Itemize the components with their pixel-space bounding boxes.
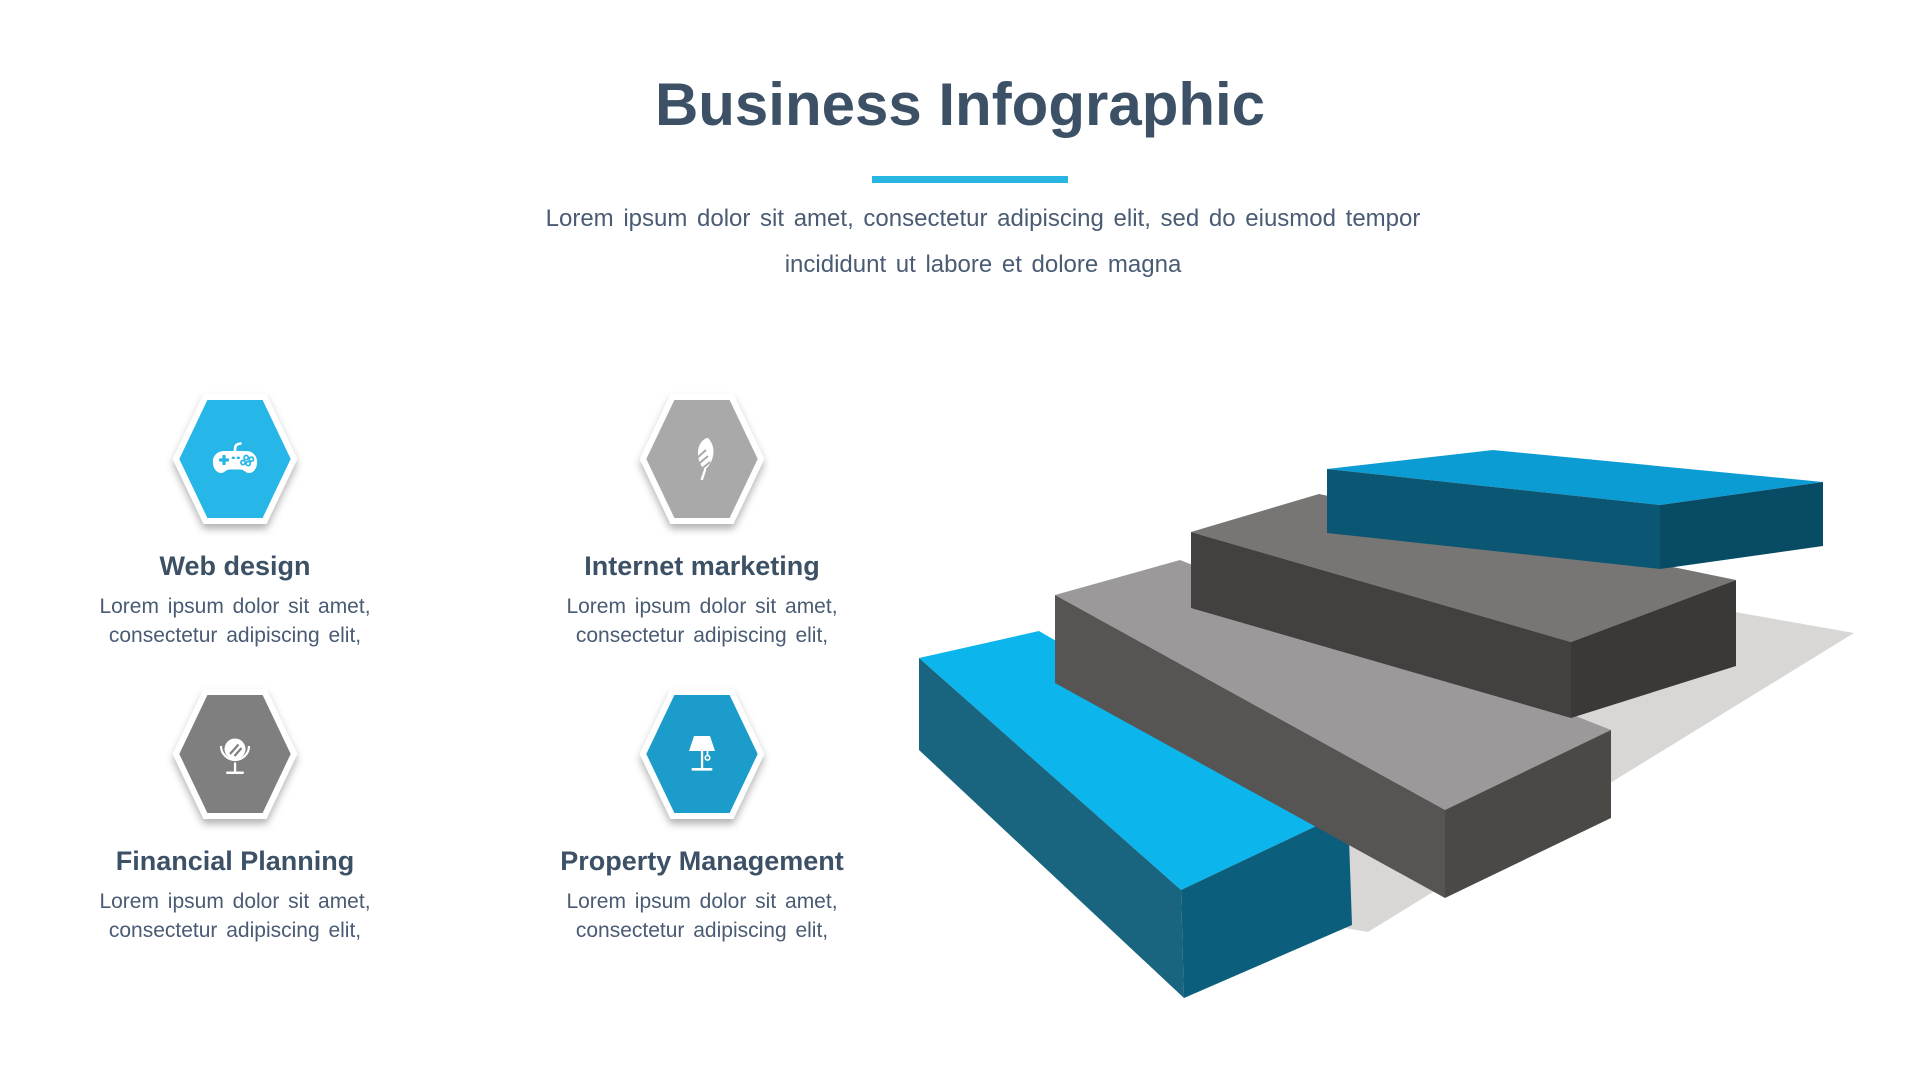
item-internet-marketing: Internet marketing Lorem ipsum dolor sit… (522, 387, 882, 650)
item-title: Internet marketing (584, 551, 820, 581)
item-description: Lorem ipsum dolor sit amet, consectetur … (99, 595, 371, 647)
step-2-front-face (1055, 595, 1445, 898)
step-1-end-face (1181, 811, 1352, 998)
item-property-management: Property Management Lorem ipsum dolor si… (522, 682, 882, 945)
item-title: Financial Planning (115, 846, 355, 876)
hexagon-badge (172, 394, 298, 524)
item-title: Property Management (560, 846, 844, 876)
staircase-illustration (919, 450, 1854, 998)
item-web-design: Web design Lorem ipsum dolor sit amet, c… (55, 387, 415, 650)
step-3-front-face (1191, 532, 1571, 718)
item-description: Lorem ipsum dolor sit amet, consectetur … (566, 890, 838, 942)
step-4-top-face (1327, 450, 1823, 505)
item-description: Lorem ipsum dolor sit amet, consectetur … (566, 595, 838, 647)
title-underline (872, 176, 1068, 183)
hexagon-badge (639, 689, 765, 819)
page-subtitle: Lorem ipsum dolor sit amet, consectetur … (545, 205, 1421, 278)
hexagon-badge (639, 394, 765, 524)
lamp-icon (689, 736, 715, 771)
gamepad-icon (212, 442, 258, 473)
item-financial-planning: Financial Planning Lorem ipsum dolor sit… (55, 682, 415, 945)
step-2-end-face (1445, 730, 1611, 898)
mirror-icon (219, 738, 251, 774)
step-1-top-face (919, 631, 1348, 890)
step-4-end-face (1660, 482, 1823, 569)
item-title: Web design (159, 551, 311, 581)
step-1-left-face (919, 658, 1184, 998)
step-2-top-face (1055, 560, 1611, 810)
item-description: Lorem ipsum dolor sit amet, consectetur … (99, 890, 371, 942)
hexagon-badge (172, 689, 298, 819)
page-title: Business Infographic (654, 71, 1266, 138)
step-4-front-face (1327, 469, 1660, 569)
feather-icon (696, 438, 714, 481)
step-3-end-face (1571, 580, 1736, 718)
